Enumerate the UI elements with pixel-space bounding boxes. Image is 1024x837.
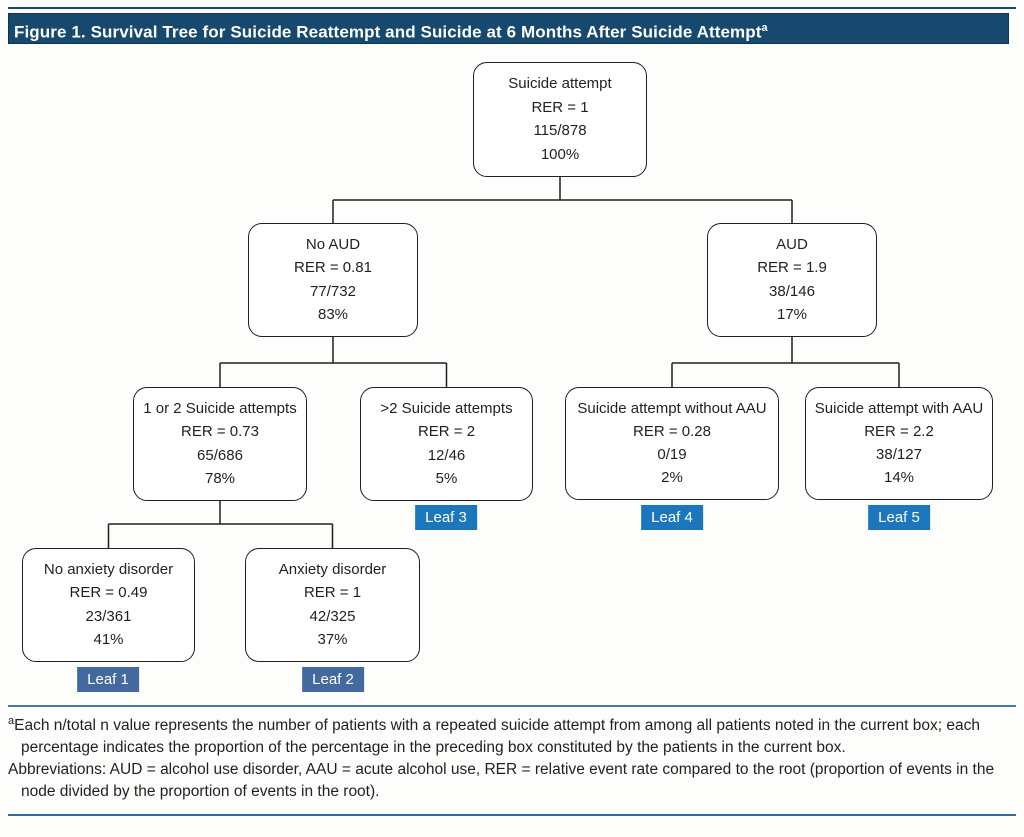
node-label: AUD bbox=[776, 236, 808, 254]
node-fraction: 65/686 bbox=[197, 446, 243, 464]
node-percent: 78% bbox=[204, 469, 236, 487]
node-percent: 17% bbox=[776, 305, 808, 323]
node-fraction: 12/46 bbox=[427, 446, 466, 464]
leaf-2-badge: Leaf 2 bbox=[302, 667, 364, 692]
node-percent: 14% bbox=[883, 469, 915, 486]
tree-node-anxiety: Anxiety disorder RER = 1 42/325 37% bbox=[245, 548, 420, 662]
node-fraction: 38/127 bbox=[876, 446, 922, 463]
node-label: Anxiety disorder bbox=[278, 561, 387, 579]
tree-node-root: Suicide attempt RER = 1 115/878 100% bbox=[473, 62, 647, 177]
leaf-1-badge: Leaf 1 bbox=[77, 667, 139, 692]
node-rer: RER = 0.81 bbox=[294, 259, 372, 277]
node-percent: 37% bbox=[317, 630, 348, 648]
node-label: Suicide attempt with AAU bbox=[814, 400, 984, 417]
node-rer: RER = 1 bbox=[303, 584, 362, 602]
footnote-block: aEach n/total n value represents the num… bbox=[8, 710, 1012, 803]
node-fraction: 23/361 bbox=[85, 607, 132, 625]
leaf-5-badge: Leaf 5 bbox=[868, 505, 930, 530]
node-fraction: 38/146 bbox=[769, 282, 815, 300]
node-fraction: 42/325 bbox=[309, 607, 356, 625]
node-rer: RER = 1.9 bbox=[757, 259, 827, 277]
tree-node-1or2-attempts: 1 or 2 Suicide attempts RER = 0.73 65/68… bbox=[133, 387, 307, 501]
footnote-a-text: Each n/total n value represents the numb… bbox=[14, 717, 980, 757]
leaf-4-badge: Leaf 4 bbox=[641, 505, 703, 530]
node-rer: RER = 0.73 bbox=[181, 423, 259, 441]
node-label: No anxiety disorder bbox=[43, 561, 174, 579]
footnote-top-rule bbox=[8, 705, 1016, 707]
node-fraction: 115/878 bbox=[533, 122, 587, 140]
node-percent: 2% bbox=[661, 469, 683, 486]
footnote-a: aEach n/total n value represents the num… bbox=[8, 710, 1012, 759]
title-footnote-marker: a bbox=[761, 22, 768, 34]
top-rule bbox=[8, 7, 1016, 9]
tree-node-with-aau: Suicide attempt with AAU RER = 2.2 38/12… bbox=[805, 387, 993, 500]
node-label: Suicide attempt bbox=[508, 75, 612, 93]
tree-node-no-anxiety: No anxiety disorder RER = 0.49 23/361 41… bbox=[22, 548, 195, 662]
node-rer: RER = 2.2 bbox=[864, 423, 934, 440]
node-rer: RER = 2 bbox=[417, 423, 476, 441]
node-percent: 41% bbox=[93, 630, 124, 648]
leaf-3-badge: Leaf 3 bbox=[415, 505, 477, 530]
footnote-bottom-rule bbox=[8, 814, 1016, 816]
node-rer: RER = 0.28 bbox=[633, 423, 711, 440]
node-label: Suicide attempt without AAU bbox=[577, 400, 767, 417]
node-label: 1 or 2 Suicide attempts bbox=[143, 400, 297, 418]
figure-title: Figure 1. Survival Tree for Suicide Reat… bbox=[14, 22, 762, 42]
node-percent: 100% bbox=[540, 145, 580, 163]
node-rer: RER = 1 bbox=[531, 98, 589, 116]
figure-title-bar: Figure 1. Survival Tree for Suicide Reat… bbox=[8, 13, 1009, 44]
node-fraction: 77/732 bbox=[310, 282, 356, 300]
tree-node-aud: AUD RER = 1.9 38/146 17% bbox=[707, 223, 877, 337]
node-label: >2 Suicide attempts bbox=[380, 400, 513, 418]
tree-node-gt2-attempts: >2 Suicide attempts RER = 2 12/46 5% bbox=[360, 387, 533, 501]
tree-node-without-aau: Suicide attempt without AAU RER = 0.28 0… bbox=[565, 387, 779, 500]
node-fraction: 0/19 bbox=[657, 446, 687, 463]
footnote-abbreviations: Abbreviations: AUD = alcohol use disorde… bbox=[8, 761, 995, 801]
node-percent: 5% bbox=[435, 469, 458, 487]
footnote-a-marker: a bbox=[8, 715, 15, 727]
tree-node-no-aud: No AUD RER = 0.81 77/732 83% bbox=[248, 223, 418, 337]
node-label: No AUD bbox=[305, 236, 361, 254]
node-rer: RER = 0.49 bbox=[69, 584, 148, 602]
node-percent: 83% bbox=[317, 305, 349, 323]
